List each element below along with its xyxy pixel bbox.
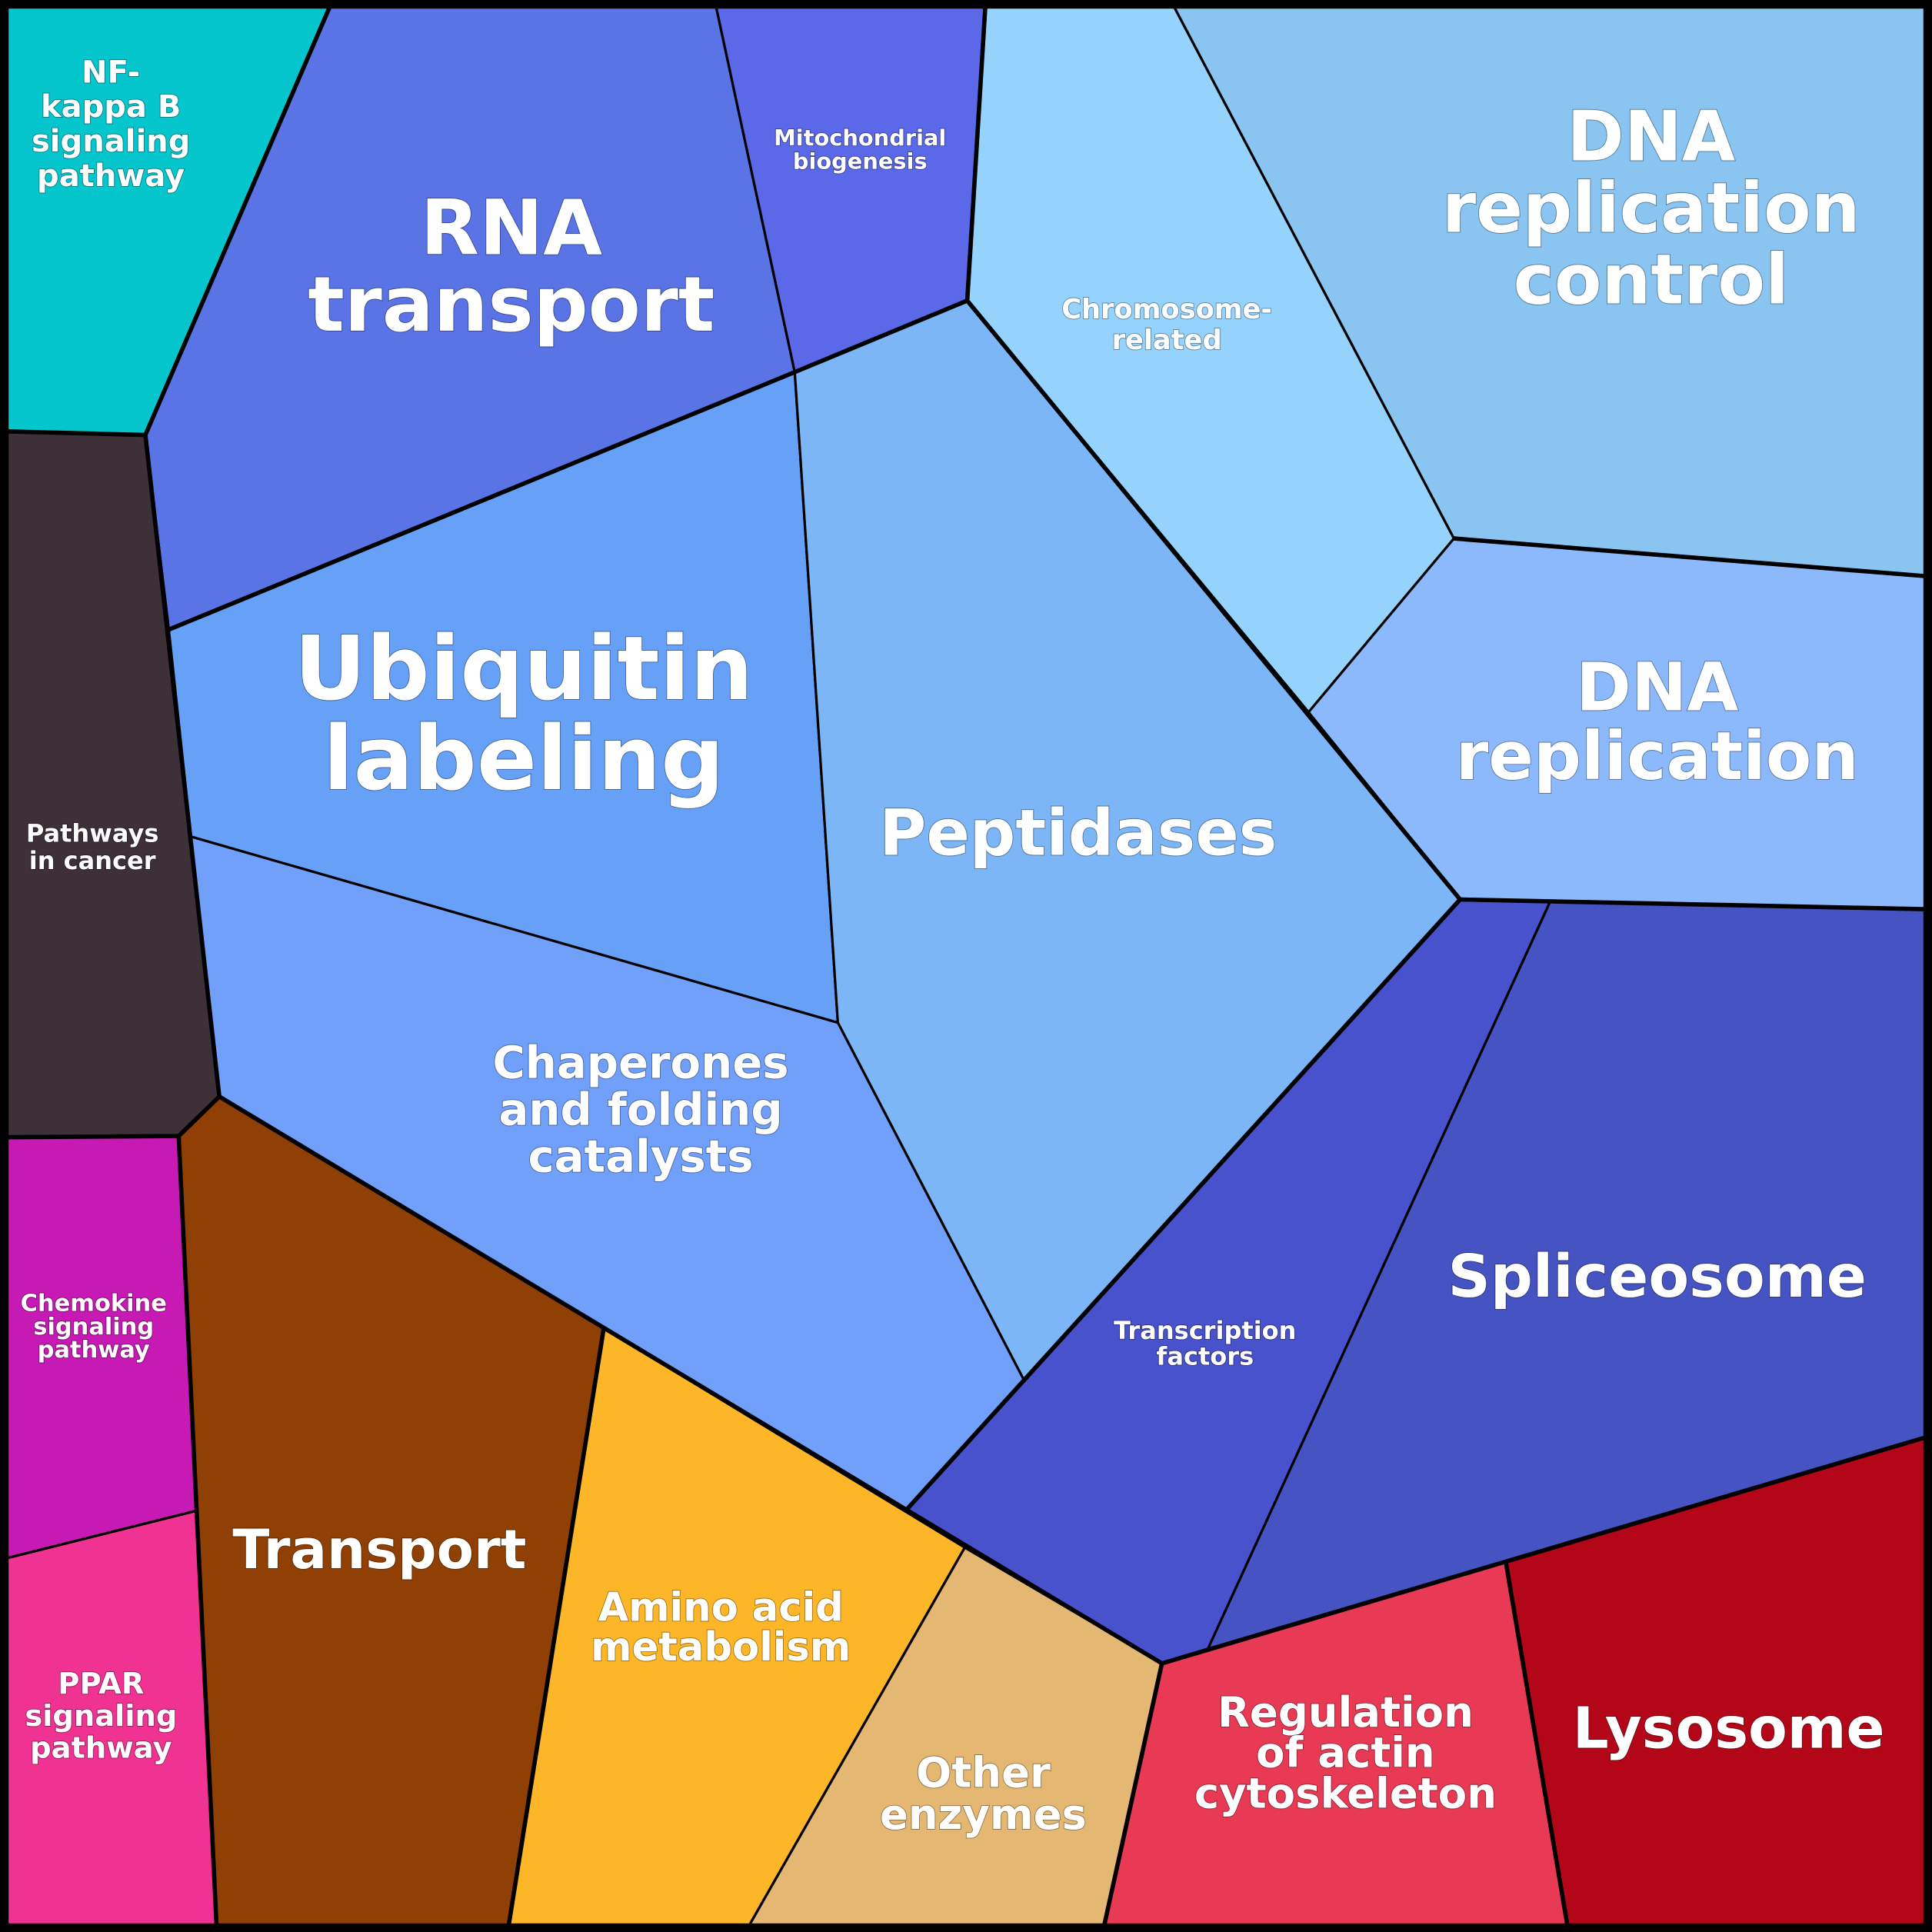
- cell-label-line: Mitochondrial: [774, 125, 946, 151]
- cell-label-line: signaling: [33, 1314, 154, 1341]
- group-boundary: [964, 0, 988, 301]
- cell-label-line: of actin: [1256, 1728, 1435, 1777]
- group-boundary: [1101, 1663, 1164, 1932]
- cell-label-line: Pathways: [26, 819, 159, 848]
- cell-label-line: Chromosome-: [1061, 294, 1272, 325]
- cell-label-line: pathway: [37, 158, 185, 194]
- cell-label-line: Regulation: [1217, 1687, 1474, 1737]
- cell-label-transport: Transport: [232, 1518, 526, 1581]
- cell-label-line: PPAR: [58, 1667, 144, 1701]
- cell-label-line: transport: [308, 261, 715, 349]
- group-boundary: [1503, 1561, 1571, 1932]
- cell-label-line: catalysts: [528, 1130, 754, 1182]
- cell-label-line: related: [1112, 325, 1222, 356]
- cell-label-line: cytoskeleton: [1194, 1769, 1497, 1818]
- cell-label-line: DNA: [1576, 649, 1738, 726]
- cell-label-line: DNA: [1567, 98, 1735, 178]
- cell-label-line: in cancer: [29, 846, 156, 875]
- group-boundary: [905, 898, 1462, 1511]
- cell-label-line: kappa B: [41, 89, 181, 125]
- cell-label-line: RNA: [421, 185, 603, 273]
- cell-label-line: Transport: [232, 1518, 526, 1581]
- cell-label-line: Ubiquitin: [295, 618, 754, 721]
- group-boundary: [1454, 536, 1932, 579]
- cell-label-line: NF-: [82, 55, 140, 90]
- cell-label-lysosome: Lysosome: [1573, 1697, 1885, 1762]
- cell-label-line: enzymes: [880, 1790, 1087, 1839]
- cell-label-line: Spliceosome: [1448, 1243, 1867, 1311]
- cell-ppar: [0, 1509, 218, 1932]
- cell-label-line: labeling: [323, 708, 724, 811]
- cell-label-line: Other: [916, 1747, 1051, 1797]
- cell-label-line: factors: [1156, 1342, 1254, 1371]
- group-boundary: [176, 1135, 219, 1932]
- cell-label-line: Peptidases: [879, 795, 1277, 870]
- cell-label-line: Transcription: [1114, 1316, 1296, 1345]
- cell-label-line: signaling: [25, 1699, 177, 1734]
- cell-label-line: pathway: [30, 1731, 172, 1766]
- group-boundary: [0, 435, 222, 1140]
- cell-label-line: metabolism: [591, 1624, 851, 1671]
- cell-label-line: biogenesis: [793, 148, 928, 174]
- cell-label-line: replication: [1456, 718, 1859, 795]
- cell-label-line: replication: [1442, 168, 1860, 248]
- cell-label-spliceosome: Spliceosome: [1448, 1243, 1867, 1311]
- cell-label-chromosome: Chromosome-related: [1061, 294, 1272, 356]
- cell-dna-rep-control: [1169, 0, 1932, 578]
- cell-label-line: Chaperones: [492, 1037, 788, 1089]
- cell-label-line: pathway: [38, 1337, 150, 1364]
- cell-label-peptidases: Peptidases: [879, 795, 1277, 870]
- cell-label-line: and folding: [499, 1084, 783, 1136]
- cell-label-line: control: [1514, 240, 1789, 320]
- cell-label-line: signaling: [32, 124, 190, 159]
- cell-label-line: Chemokine: [21, 1290, 167, 1317]
- cell-label-line: Lysosome: [1573, 1697, 1885, 1762]
- group-boundary: [505, 1327, 606, 1932]
- cell-label-line: Amino acid: [598, 1585, 843, 1631]
